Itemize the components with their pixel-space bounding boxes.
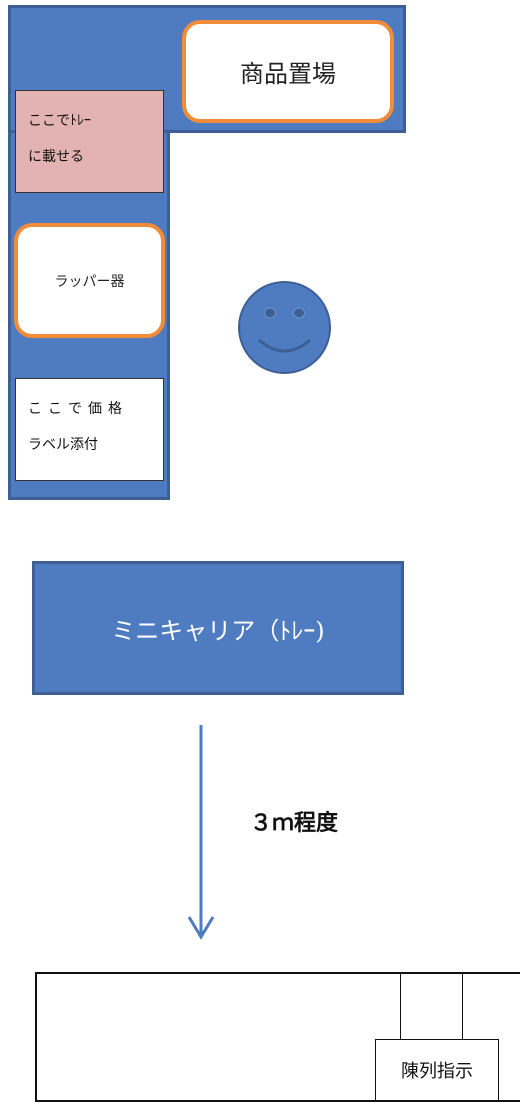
label-station-line2: ラベル添付 xyxy=(28,437,98,454)
mini-carrier-label: ミニキャリア（ﾄﾚｰ) xyxy=(111,616,325,645)
distance-label: ３ｍ程度 xyxy=(250,810,339,836)
display-instruction-box: 陳列指示 xyxy=(375,1039,499,1101)
label-station-box: ここで価格 ラベル添付 xyxy=(15,378,164,481)
down-arrow-icon xyxy=(187,725,215,940)
shelf-divider-left xyxy=(400,972,401,1084)
tray-station-box: ここでﾄﾚｰ に載せる xyxy=(15,90,164,193)
label-station-line1: ここで価格 xyxy=(28,401,128,417)
goods-area-box: 商品置場 xyxy=(182,20,394,123)
wrapper-machine-label: ラッパー器 xyxy=(54,273,125,290)
display-instruction-label: 陳列指示 xyxy=(401,1061,473,1082)
tray-station-line1: ここでﾄﾚｰ xyxy=(28,113,91,129)
mini-carrier-box: ミニキャリア（ﾄﾚｰ) xyxy=(32,561,404,695)
tray-station-line2: に載せる xyxy=(28,149,84,166)
shelf-divider-right xyxy=(462,972,463,1084)
worker-smiley-icon xyxy=(238,281,331,374)
goods-area-label: 商品置場 xyxy=(240,60,336,88)
wrapper-machine-box: ラッパー器 xyxy=(14,223,165,338)
